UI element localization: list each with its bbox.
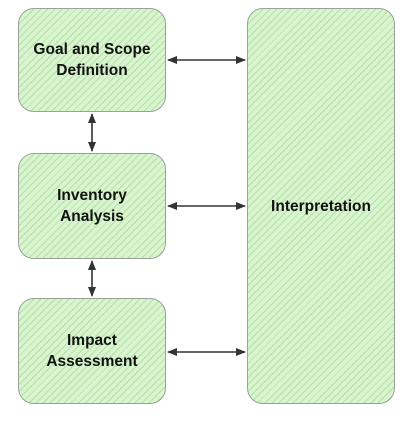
inventory-analysis-label: Inventory Analysis [57,187,127,225]
goal-and-scope-label: Goal and Scope Definition [33,41,151,79]
interpretation-box: Interpretation [247,8,395,404]
interpretation-label: Interpretation [271,197,371,215]
inventory-analysis-box: Inventory Analysis [18,153,166,259]
impact-assessment-label: Impact Assessment [46,332,138,370]
impact-assessment-box: Impact Assessment [18,298,166,404]
goal-and-scope-box: Goal and Scope Definition [18,8,166,112]
